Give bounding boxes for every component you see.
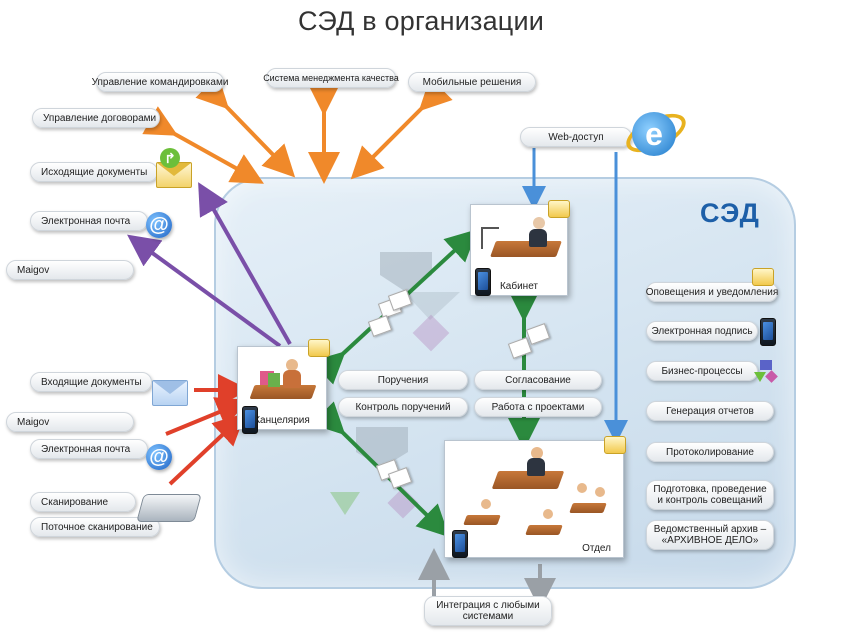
feature-logging[interactable]: Протоколирование bbox=[646, 442, 774, 462]
function-control[interactable]: Контроль поручений bbox=[338, 397, 468, 417]
person-icon bbox=[577, 483, 587, 493]
office-label: Кабинет bbox=[499, 281, 539, 292]
person-icon bbox=[533, 217, 545, 229]
system-trips[interactable]: Управление командировками bbox=[92, 72, 228, 92]
notification-envelope-icon bbox=[548, 200, 570, 218]
maigov-incoming-item[interactable]: Maigov bbox=[6, 412, 134, 432]
phone-icon bbox=[452, 530, 468, 558]
notification-envelope-icon bbox=[308, 339, 330, 357]
function-projects[interactable]: Работа с проектами bbox=[474, 397, 602, 417]
send-icon: ↱ bbox=[160, 148, 180, 168]
person-body bbox=[527, 458, 545, 476]
office-label: Отдел bbox=[582, 543, 611, 554]
desk bbox=[463, 515, 501, 525]
contracts-item[interactable]: Управление договорами bbox=[32, 108, 160, 128]
business-process-icon bbox=[754, 360, 778, 384]
folders-icon bbox=[268, 373, 280, 387]
feature-meetings[interactable]: Подготовка, проведение и контроль совеща… bbox=[646, 480, 774, 510]
lamp-icon bbox=[481, 227, 499, 249]
scanner-icon bbox=[136, 494, 202, 522]
phone-icon bbox=[475, 268, 491, 296]
envelope-icon bbox=[156, 162, 192, 188]
feature-esign[interactable]: Электронная подпись bbox=[646, 321, 758, 341]
person-icon bbox=[531, 447, 543, 459]
desk bbox=[525, 525, 563, 535]
office-label: Канцелярия bbox=[254, 415, 310, 426]
sed-label: СЭД bbox=[700, 198, 760, 228]
page-title: СЭД в организации bbox=[297, 6, 545, 36]
ie-icon: e bbox=[632, 112, 676, 156]
desk bbox=[569, 503, 607, 513]
notification-envelope-icon bbox=[752, 268, 774, 286]
email-outgoing-item[interactable]: Электронная почта bbox=[30, 211, 148, 231]
outgoing-docs-item[interactable]: Исходящие документы bbox=[30, 162, 158, 182]
person-body bbox=[529, 229, 547, 247]
person-icon bbox=[543, 509, 553, 519]
office-department[interactable]: Отдел bbox=[444, 440, 624, 558]
notification-envelope-icon bbox=[604, 436, 626, 454]
function-approval[interactable]: Согласование bbox=[474, 370, 602, 390]
envelope-icon bbox=[152, 380, 188, 406]
integration-item[interactable]: Интеграция с любыми системами bbox=[424, 596, 552, 626]
person-body bbox=[283, 370, 301, 388]
phone-icon bbox=[760, 318, 776, 346]
maigov-outgoing-item[interactable]: Maigov bbox=[6, 260, 134, 280]
incoming-docs-item[interactable]: Входящие документы bbox=[30, 372, 152, 392]
person-icon bbox=[481, 499, 491, 509]
desk bbox=[490, 241, 562, 257]
system-mobile[interactable]: Мобильные решения bbox=[408, 72, 536, 92]
feature-archive[interactable]: Ведомственный архив – «АРХИВНОЕ ДЕЛО» bbox=[646, 520, 774, 550]
feature-notifications[interactable]: Оповещения и уведомления bbox=[646, 282, 778, 302]
phone-icon bbox=[242, 406, 258, 434]
scanning-item[interactable]: Сканирование bbox=[30, 492, 136, 512]
email-incoming-item[interactable]: Электронная почта bbox=[30, 439, 148, 459]
web-access[interactable]: Web-доступ bbox=[520, 127, 632, 147]
person-icon bbox=[286, 359, 298, 371]
function-assignments[interactable]: Поручения bbox=[338, 370, 468, 390]
stream-scanning-item[interactable]: Поточное сканирование bbox=[30, 517, 160, 537]
system-quality[interactable]: Система менеджмента качества bbox=[263, 68, 399, 88]
at-icon: @ bbox=[146, 212, 172, 238]
person-icon bbox=[595, 487, 605, 497]
at-icon: @ bbox=[146, 444, 172, 470]
feature-bpm[interactable]: Бизнес-процессы bbox=[646, 361, 758, 381]
feature-reports[interactable]: Генерация отчетов bbox=[646, 401, 774, 421]
